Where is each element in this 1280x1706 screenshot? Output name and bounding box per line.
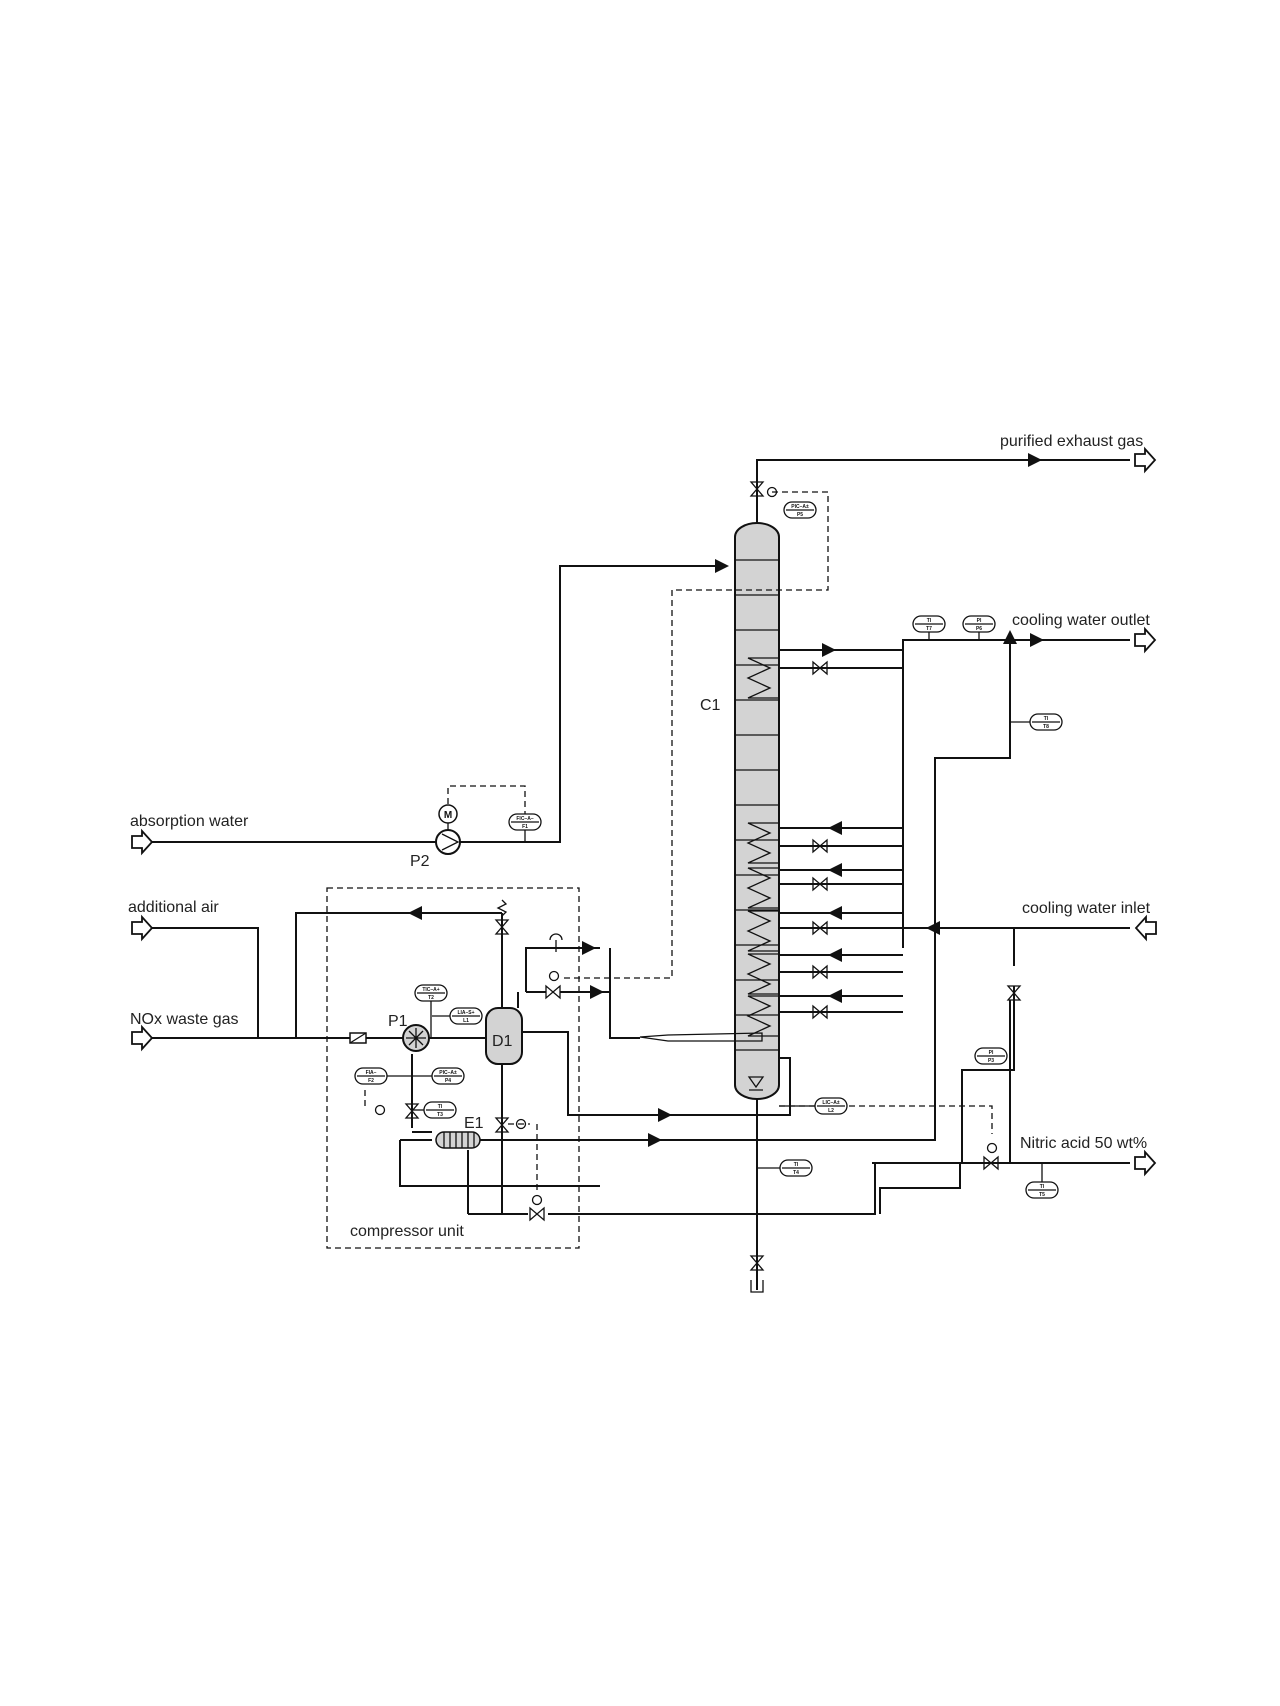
instrument-ti-t3: TI T3 [412,1101,457,1119]
label-p1: P1 [388,1013,408,1030]
svg-text:PIC–A±: PIC–A± [439,1070,457,1076]
arrow-in-cooling-water [1134,914,1157,942]
svg-text:TI: TI [438,1104,443,1110]
instrument-pic-p5: PIC–A± P5 [783,501,817,519]
svg-text:T2: T2 [428,995,434,1001]
instrument-fic-f1: FIC–A– F1 [508,813,542,842]
valve-drum-bottom [494,1117,510,1133]
exchanger-e1 [435,1131,481,1149]
valve-cw-2 [812,838,828,854]
svg-text:LIA–S+: LIA–S+ [457,1010,474,1016]
filter-icon [349,1032,367,1044]
valve-acid [983,1155,999,1171]
valve-cw-4 [812,920,828,936]
arrow-out-nitric-acid [1134,1149,1157,1177]
svg-text:T8: T8 [1043,724,1049,730]
control-lines [364,491,993,1194]
compressor-p1 [402,1024,430,1052]
svg-text:PIC–A±: PIC–A± [791,504,809,510]
svg-text:TI: TI [927,618,932,624]
svg-text:TI: TI [794,1162,799,1168]
svg-text:T7: T7 [926,626,932,632]
valve-cw-5 [812,964,828,980]
label-absorption-water: absorption water [130,813,249,830]
arrow-in-absorption-water [131,828,154,856]
column-trays [735,559,779,1051]
svg-text:FIC–A–: FIC–A– [516,816,533,822]
instrument-pic-p4: PIC–A± P4 [412,1067,465,1085]
svg-text:M: M [444,810,452,821]
svg-text:P4: P4 [445,1078,451,1084]
column-c1 [639,522,780,1100]
valve-cw-inlet [1006,985,1022,1001]
valve-cw-1 [812,660,828,676]
svg-text:TIC–A+: TIC–A+ [422,987,439,993]
instrument-tic-t2: TIC–A+ T2 [414,984,448,1038]
valve-cw-6 [812,1004,828,1020]
label-purified-exhaust-gas: purified exhaust gas [1000,433,1143,450]
arrow-in-additional-air [131,914,154,942]
svg-text:L1: L1 [463,1018,469,1024]
motor-icon: M [438,804,458,824]
label-c1: C1 [700,697,721,714]
svg-text:P6: P6 [976,626,982,632]
valves [404,481,1022,1271]
valve-drain [749,1255,765,1271]
svg-text:TI: TI [1040,1184,1045,1190]
stream-arrows [131,446,1157,1177]
arrow-in-nox-waste-gas [131,1024,154,1052]
instrument-pi-p6: PI P6 [962,615,996,640]
instrument-ti-t7: TI T7 [912,615,946,640]
label-d1: D1 [492,1033,513,1050]
drum-d1 [485,1007,523,1065]
label-cooling-water-inlet: cooling water inlet [1022,900,1151,917]
svg-text:T5: T5 [1039,1192,1045,1198]
svg-text:FIA–: FIA– [366,1070,377,1076]
arrow-out-purified-exhaust [1134,446,1157,474]
label-cooling-water-outlet: cooling water outlet [1012,612,1150,629]
label-e1: E1 [464,1115,484,1132]
instrument-lic-l2: LIC–A± L2 [779,1097,848,1115]
svg-text:TI: TI [1044,716,1049,722]
piping [148,453,1130,1293]
instrument-lia-l1: LIA–S+ L1 [432,1007,483,1025]
cooling-coils [746,657,778,1037]
svg-text:PI: PI [977,618,982,624]
valve-actuators [374,486,998,1206]
svg-text:LIC–A±: LIC–A± [822,1100,839,1106]
arrow-out-cooling-water [1134,626,1157,654]
instrument-ti-t8: TI T8 [1010,713,1063,731]
label-additional-air: additional air [128,899,219,916]
valve-cw-3 [812,876,828,892]
svg-text:T3: T3 [437,1112,443,1118]
label-p2: P2 [410,853,430,870]
svg-text:P3: P3 [988,1058,994,1064]
instrument-pi-p3: PI P3 [974,1047,1008,1065]
label-compressor-unit: compressor unit [350,1223,464,1240]
valve-gas [545,984,561,1000]
svg-text:F1: F1 [522,824,528,830]
valve-recycle [529,1206,545,1222]
label-nitric-acid: Nitric acid 50 wt% [1020,1135,1147,1152]
instrument-ti-t4: TI T4 [757,1159,813,1177]
label-nox-waste-gas: NOx waste gas [130,1011,238,1028]
svg-text:PI: PI [989,1050,994,1056]
valve-exhaust [749,481,765,497]
svg-text:L2: L2 [828,1108,834,1114]
instrument-fia-f2: FIA– F2 [354,1067,412,1085]
labels: purified exhaust gas cooling water outle… [128,433,1151,1240]
instrument-ti-t5: TI T5 [1025,1163,1059,1199]
svg-text:F2: F2 [368,1078,374,1084]
svg-text:T4: T4 [793,1170,799,1176]
compressor-unit-boundary [326,887,580,1249]
svg-text:P5: P5 [797,512,803,518]
valve-compressor [404,1103,420,1119]
valve-relief-top [494,919,510,935]
